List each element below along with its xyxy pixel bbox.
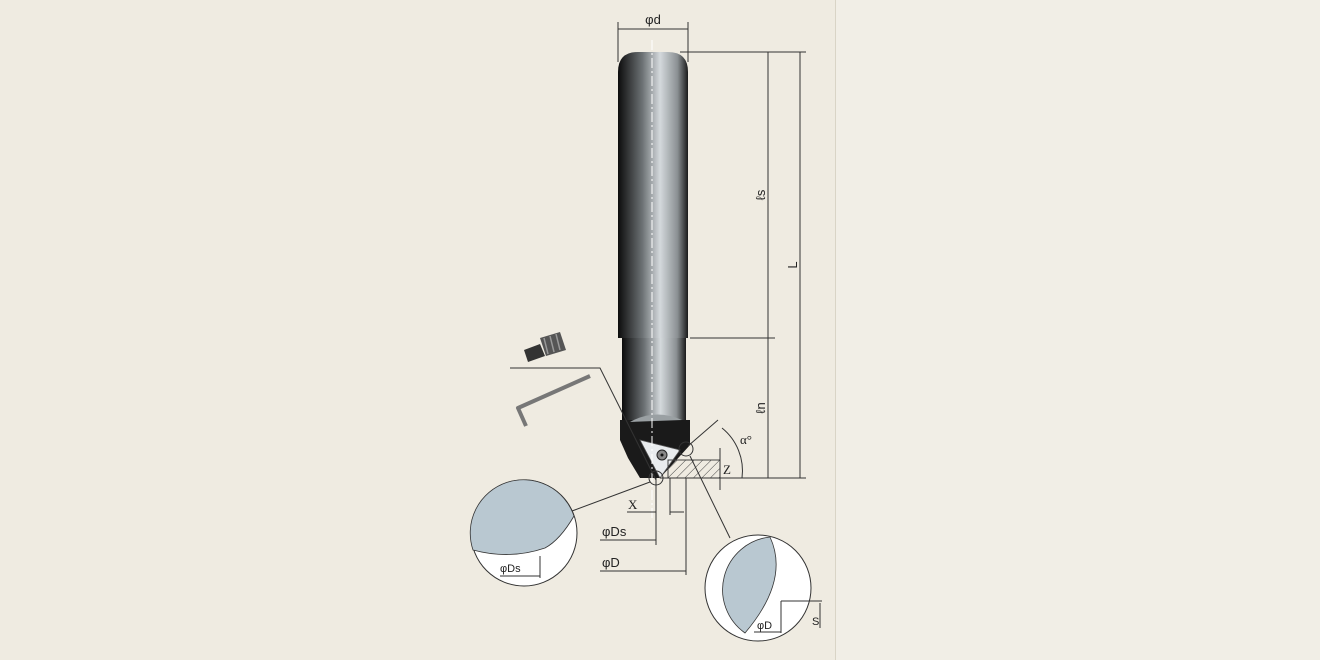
label-z: Z <box>723 462 731 477</box>
workpiece-hatch <box>667 459 721 479</box>
end-mill-body <box>618 52 690 479</box>
detail-view-ds: φDs <box>469 479 578 587</box>
label-overall-length: L <box>785 261 800 268</box>
clamp-screw-icon <box>524 332 566 362</box>
label-d: φD <box>602 555 620 570</box>
detail-view-d: φD S <box>704 534 822 642</box>
label-shank-diameter: φd <box>645 12 661 27</box>
label-s: S <box>812 616 819 628</box>
label-neck-length: ℓn <box>753 402 768 413</box>
detail-label-ds: φDs <box>500 563 521 575</box>
hex-key-icon <box>516 374 591 427</box>
label-x: X <box>628 497 638 512</box>
label-angle: α° <box>740 432 752 447</box>
label-ds: φDs <box>602 524 627 539</box>
label-shank-length: ℓs <box>753 189 768 200</box>
detail-label-d: φD <box>757 620 772 632</box>
right-margin-panel <box>835 0 1320 660</box>
